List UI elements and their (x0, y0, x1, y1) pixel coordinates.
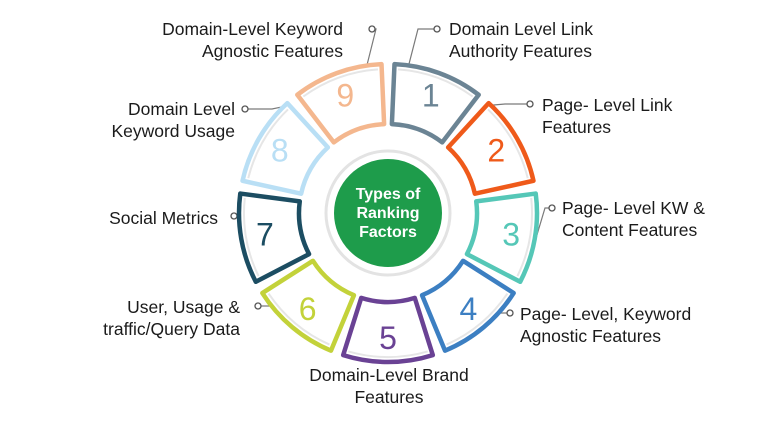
connector-dot-1 (433, 25, 441, 33)
label-9-line-2: Agnostic Features (201, 41, 343, 61)
connector-dot-2 (526, 100, 534, 108)
connector-dot-4 (506, 309, 514, 317)
segment-6-inner-edge (267, 292, 330, 346)
center-hub: Types of Ranking Factors (324, 149, 452, 277)
label-4-line-1: Page- Level, Keyword (520, 304, 692, 324)
segment-5-inner-edge (348, 350, 428, 358)
label-segment-1: Domain Level Link Authority Features (449, 18, 593, 62)
label-2-line-1: Page- Level Link (542, 95, 673, 115)
label-8-line-2: Keyword Usage (111, 121, 235, 141)
label-2-line-2: Features (542, 117, 612, 137)
label-segment-2: Page- Level Link Features (542, 94, 672, 138)
segment-5 (340, 295, 436, 365)
connector-dot-6 (254, 302, 262, 310)
center-circle (334, 159, 442, 267)
connector-dot-8 (241, 105, 249, 113)
segment-7-number: 7 (256, 217, 274, 253)
segment-4-number: 4 (459, 291, 477, 327)
connector-line-9 (366, 28, 377, 65)
segment-6 (260, 258, 357, 353)
label-3-line-1: Page- Level KW & (562, 198, 705, 218)
label-4-line-2: Agnostic Features (520, 326, 662, 346)
center-title-line-2: Ranking (356, 205, 419, 222)
segment-7 (236, 191, 312, 285)
connector-line-1 (408, 28, 437, 65)
connector-dot-7 (230, 212, 238, 220)
segment-9-inner-edge (302, 68, 379, 98)
segment-6-number: 6 (299, 291, 317, 327)
label-segment-4: Page- Level, Keyword Agnostic Features (520, 303, 691, 347)
label-3-line-2: Content Features (562, 220, 698, 240)
segments: 1 2 3 4 5 6 7 8 9 (236, 61, 540, 365)
label-segment-8: Domain Level Keyword Usage (40, 98, 235, 142)
label-segment-6: User, Usage & traffic/Query Data (40, 296, 240, 340)
segment-7-inner-edge (243, 197, 260, 277)
segment-9-number: 9 (336, 78, 354, 114)
label-segment-3: Page- Level KW & Content Features (562, 197, 705, 241)
segment-3-number: 3 (502, 217, 520, 253)
center-title-line-3: Factors (359, 224, 417, 241)
label-5-line-2: Features (354, 387, 424, 407)
segment-5-number: 5 (379, 320, 397, 356)
segment-3-inner-edge (516, 197, 533, 277)
label-9-line-1: Domain-Level Keyword (162, 19, 343, 39)
segment-9 (295, 61, 387, 145)
label-segment-7: Social Metrics (40, 207, 218, 229)
segment-1-number: 1 (422, 78, 440, 114)
segment-3 (464, 191, 540, 285)
label-6-line-2: traffic/Query Data (103, 319, 240, 339)
label-segment-5: Domain-Level Brand Features (283, 364, 495, 408)
segment-2-inner-edge (487, 108, 529, 179)
connector-dot-9 (368, 25, 376, 33)
label-6-line-1: User, Usage & (127, 297, 240, 317)
segment-1 (389, 61, 481, 145)
segment-1-inner-edge (397, 68, 474, 98)
segment-4-inner-edge (446, 292, 509, 346)
segment-8-number: 8 (271, 133, 289, 169)
label-5-line-1: Domain-Level Brand (309, 365, 469, 385)
label-7-line-1: Social Metrics (109, 208, 218, 228)
connector-line-8 (245, 106, 283, 110)
segment-4 (419, 258, 516, 353)
segment-8 (240, 100, 331, 196)
label-1-line-1: Domain Level Link (449, 19, 593, 39)
center-title-line-1: Types of (356, 186, 421, 203)
segment-8-inner-edge (247, 108, 289, 179)
label-segment-9: Domain-Level Keyword Agnostic Features (80, 18, 343, 62)
connector-dot-3 (548, 204, 556, 212)
segment-2 (445, 100, 536, 196)
connector-line-2 (492, 103, 530, 106)
segment-2-number: 2 (487, 133, 505, 169)
label-8-line-1: Domain Level (128, 99, 235, 119)
label-1-line-2: Authority Features (449, 41, 592, 61)
